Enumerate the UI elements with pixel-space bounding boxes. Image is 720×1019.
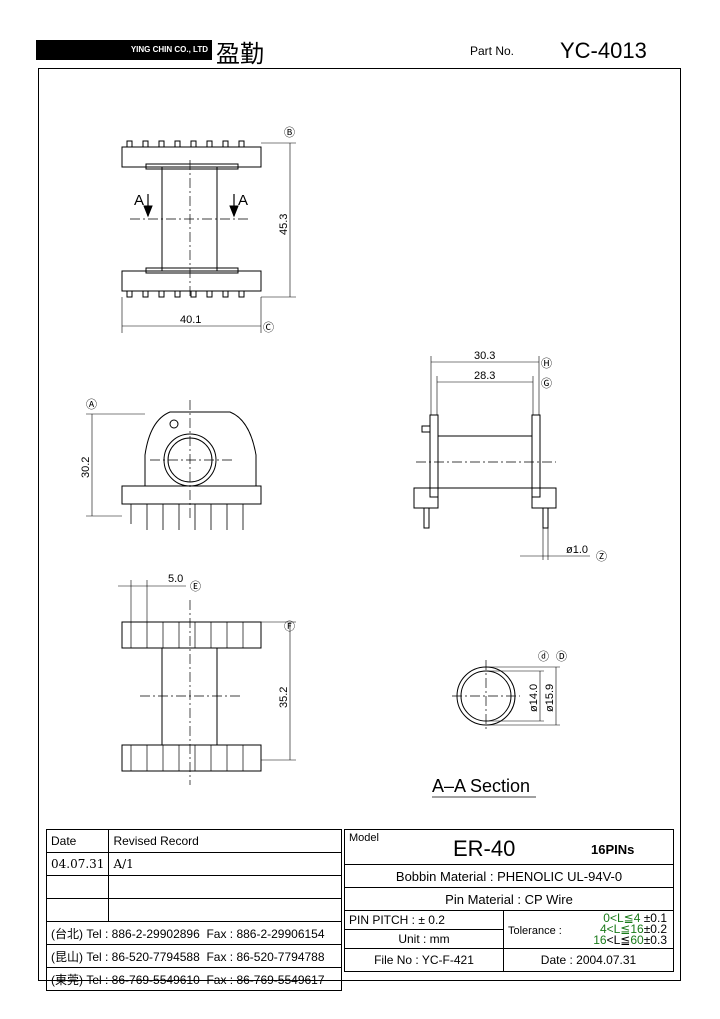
revision-date-header: Date [45,829,110,853]
file-number: File No : YC-F-421 [344,948,504,972]
company-name-en: YING CHIN CO., LTD [36,40,212,60]
bottom-view [118,580,296,785]
spec-block: Model ER-40 16PINs Bobbin Material : PHE… [344,829,674,972]
dim-45-3: 45.3 [278,214,290,235]
revision-empty-cell [108,875,342,899]
dim-label-z: Ⓩ [596,550,607,563]
part-number: YC-4013 [560,38,647,63]
dim-30-2: 30.2 [80,457,92,478]
unit-cell: Unit : mm [344,929,504,949]
model-value: ER-40 [453,836,516,861]
dim-label-f: Ⓕ [284,620,295,633]
revision-empty-cell [108,898,342,922]
contact-row: (東莞) Tel : 86-769-5549610 Fax : 86-769-5… [46,967,342,991]
revision-record-header: Revised Record [108,829,342,853]
dim-40-1: 40.1 [180,314,201,326]
dim-label-b: Ⓑ [284,126,295,139]
part-number-label: Part No. [470,44,515,58]
revision-empty-cell [45,898,110,922]
model-cell: Model ER-40 16PINs [344,829,674,865]
revision-empty-cell [45,875,110,899]
dim-label-d-large: Ⓓ [556,650,567,663]
dim-label-a: Ⓐ [86,398,97,411]
pin-count: 16PINs [591,842,635,857]
top-view [121,140,296,333]
dim-28-3: 28.3 [474,370,495,382]
section-title: A–A Section [432,776,530,796]
revision-block: Date Revised Record 04.07.31 A/1 (台北) Te… [45,829,342,991]
pin-material: Pin Material : CP Wire [344,887,674,911]
model-label: Model [349,832,379,844]
dim-30-3: 30.3 [474,350,495,362]
dim-label-c: Ⓒ [263,321,274,334]
dim-label-g: Ⓖ [541,377,552,390]
revision-date-cell: 04.07.31 [45,852,110,876]
dim-label-e: Ⓔ [190,580,201,593]
front-view [86,400,262,530]
tolerance-cell: Tolerance : 0<L≦4 ±0.1 4<L≦16±0.2 16<L≦6… [503,910,674,949]
dim-5-0: 5.0 [168,573,183,585]
dim-label-h: Ⓗ [541,357,552,370]
dim-14-0: ø14.0 [528,684,540,712]
side-view [413,356,590,560]
contact-row: (台北) Tel : 886-2-29902896 Fax : 886-2-29… [46,921,342,945]
section-mark-right: A [238,192,248,209]
dim-label-d-small: ⓓ [538,650,549,663]
contact-row: (昆山) Tel : 86-520-7794588 Fax : 86-520-7… [46,944,342,968]
section-mark-left: A [134,192,144,209]
drawing-frame [38,68,681,981]
revision-record-cell: A/1 [108,852,342,876]
company-name-cn: 盈勤 [216,40,264,68]
dim-35-2: 35.2 [278,687,290,708]
tolerance-values: 0<L≦4 ±0.1 4<L≦16±0.2 16<L≦60±0.3 [593,911,667,947]
tolerance-label: Tolerance : [508,925,562,937]
bobbin-material: Bobbin Material : PHENOLIC UL-94V-0 [344,864,674,888]
dim-15-9: ø15.9 [544,684,556,712]
section-view [432,660,560,798]
drawing-date: Date : 2004.07.31 [503,948,674,972]
pin-pitch: PIN PITCH : ± 0.2 [344,910,504,930]
dim-1-0: ø1.0 [566,544,588,556]
